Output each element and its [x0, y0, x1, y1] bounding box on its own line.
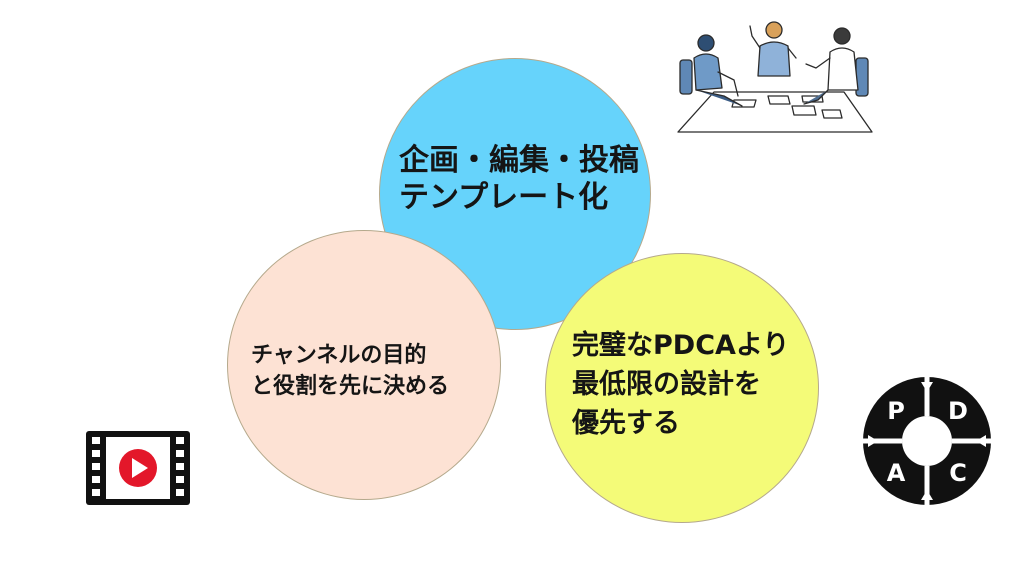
circle-left-label: チャンネルの目的 と役割を先に決める: [251, 340, 449, 402]
circle-right-line-3: 優先する: [572, 408, 680, 439]
circle-right-label: 完璧なPDCAより 最低限の設計を 優先する: [572, 326, 789, 443]
circle-top-line-1: 企画・編集・投稿: [399, 143, 639, 178]
circle-top-line-2: テンプレート化: [399, 180, 609, 215]
pdca-letter-d: D: [948, 397, 968, 425]
pdca-letter-c: C: [949, 459, 967, 487]
pdca-letter-p: P: [887, 397, 905, 425]
circle-right-line-1: 完璧なPDCAより: [572, 330, 790, 361]
circle-left-line-2: と役割を先に決める: [251, 374, 450, 399]
circle-left-line-1: チャンネルの目的: [251, 343, 427, 368]
circle-top-label: 企画・編集・投稿 テンプレート化: [399, 142, 639, 216]
pdca-letter-a: A: [887, 459, 906, 487]
video-play-icon: [86, 431, 190, 505]
circle-right: [545, 253, 819, 523]
circle-right-line-2: 最低限の設計を: [572, 369, 761, 400]
pdca-cycle-icon: P D A C: [862, 376, 992, 506]
circle-left: [227, 230, 501, 500]
meeting-illustration-icon: [677, 21, 873, 133]
